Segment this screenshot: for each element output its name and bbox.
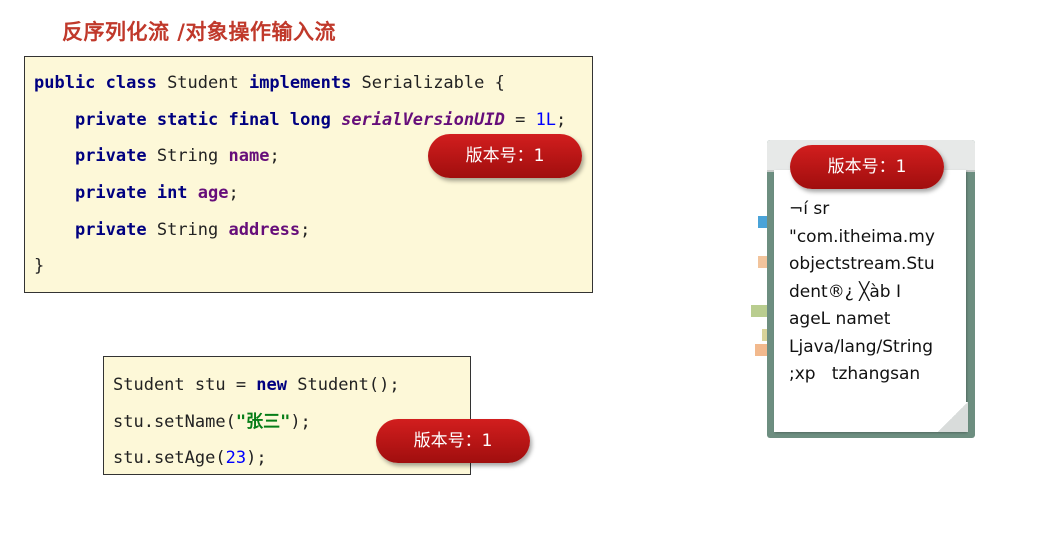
string-literal: "张三": [236, 412, 290, 432]
code-line: Student stu = new Student();: [113, 371, 470, 408]
space: [331, 110, 341, 130]
slide-title: 反序列化流 /对象操作输入流: [62, 16, 336, 46]
code-text: ;: [556, 110, 566, 130]
keyword: public class: [34, 73, 157, 93]
code-line: private int age;: [34, 179, 592, 216]
keyword: private int: [75, 183, 188, 203]
code-text: Student();: [287, 375, 400, 395]
code-text: Student stu =: [113, 375, 256, 395]
class-version-badge: 版本号：1: [428, 134, 582, 178]
indent: [34, 220, 75, 240]
space: [188, 183, 198, 203]
serialized-line: Ljava/lang/String: [789, 334, 969, 362]
indent: [34, 110, 75, 130]
serialized-line: ;xp tzhangsan: [789, 361, 969, 389]
code-text: Serializable {: [351, 73, 505, 93]
code-text: ;: [269, 146, 279, 166]
code-text: stu.setName(: [113, 412, 236, 432]
code-text: );: [246, 448, 266, 468]
type-name: String: [147, 146, 229, 166]
code-text: ;: [229, 183, 239, 203]
serialized-file-content: ¬í sr "com.itheima.my objectstream.Stu d…: [789, 196, 969, 389]
code-text: ;: [300, 220, 310, 240]
type-name: String: [147, 220, 229, 240]
code-text: stu.setAge(: [113, 448, 226, 468]
code-line: public class Student implements Serializ…: [34, 69, 592, 106]
keyword: new: [256, 375, 287, 395]
keyword: private static final long: [75, 110, 331, 130]
field-name: name: [229, 146, 270, 166]
code-text: Student: [157, 73, 249, 93]
number-literal: 23: [226, 448, 246, 468]
serialized-line: dent®¿ ╳àb I: [789, 279, 969, 307]
field-name: address: [229, 220, 301, 240]
serialized-line: ageL namet: [789, 306, 969, 334]
serialized-line: "com.itheima.my: [789, 224, 969, 252]
code-text: );: [290, 412, 310, 432]
code-line: }: [34, 252, 592, 289]
code-line: private String address;: [34, 216, 592, 253]
keyword: private: [75, 220, 147, 240]
serialized-line: ¬í sr: [789, 196, 969, 224]
field-name: age: [198, 183, 229, 203]
serialized-line: objectstream.Stu: [789, 251, 969, 279]
usage-version-badge: 版本号：1: [376, 419, 530, 463]
code-text: =: [505, 110, 536, 130]
indent: [34, 146, 75, 166]
keyword: implements: [249, 73, 351, 93]
file-version-badge: 版本号：1: [790, 145, 944, 189]
indent: [34, 183, 75, 203]
serial-version-uid-constant: serialVersionUID: [341, 110, 505, 130]
keyword: private: [75, 146, 147, 166]
number-literal: 1L: [536, 110, 556, 130]
page-curl: [938, 402, 968, 432]
